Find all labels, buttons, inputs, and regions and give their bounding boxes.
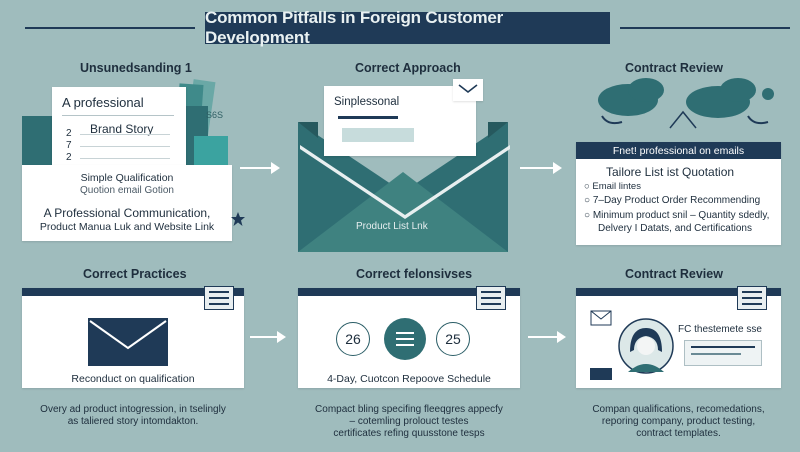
document-icon xyxy=(476,286,506,310)
bottom-middle-heading: Correct felonsivses xyxy=(356,267,473,281)
communication-line: A Professional Communication, xyxy=(43,206,211,220)
envelope-flap xyxy=(300,145,510,219)
bullet-text-1: Email lintes xyxy=(592,181,641,192)
page-title: Common Pitfalls in Foreign Customer Deve… xyxy=(25,8,790,47)
doc-title: A professional xyxy=(62,95,144,110)
card-text: FC thestemete sse xyxy=(678,324,762,335)
bottom-left-card: Reconduct on qualification xyxy=(22,286,244,388)
top-left-heading: Unsunedsanding 1 xyxy=(80,61,192,75)
qualification-line: Simple Qualification xyxy=(80,172,174,184)
doc-list-number-3: 2 xyxy=(66,152,72,163)
doc-list-number-1: 2 xyxy=(66,128,72,139)
product-list-link: Product List Lnk xyxy=(356,221,428,232)
top-right-card: Fnet! professional on emails Tailore Lis… xyxy=(576,142,781,245)
envelope-icon xyxy=(453,79,483,101)
page-title-text: Common Pitfalls in Foreign Customer Deve… xyxy=(205,8,504,47)
bottom-right-desc-2: reporing company, product testing, xyxy=(601,416,756,427)
day-number-left: 26 xyxy=(336,322,370,356)
bottom-middle-card: 26 25 4-Day, Cuotcon Repoove Schedule xyxy=(298,286,520,388)
card-header-bar xyxy=(576,288,781,296)
bottom-left-desc-2: as taliered story intomdakton. xyxy=(67,416,199,427)
card-bullet-3-cont: Delvery I Datats, and Certifications xyxy=(598,223,752,234)
avatar-icon xyxy=(618,318,674,374)
doc-line xyxy=(80,134,170,135)
quotation-line: Quotion email Gotion xyxy=(80,185,174,196)
doc-line xyxy=(80,158,170,159)
card-header-bar xyxy=(298,288,520,296)
document-icon xyxy=(737,286,767,310)
top-right-heading: Contract Review xyxy=(625,61,723,75)
bottom-right-desc-3: contract templates. xyxy=(636,428,721,439)
bullet-text-3: Minimum product snil – Quantity sdedly, xyxy=(592,210,770,221)
arrow-right xyxy=(240,162,280,174)
menu-icon xyxy=(384,318,426,360)
bullet-text-2: 7–Day Product Order Recommending xyxy=(592,195,761,206)
star-icon xyxy=(231,212,245,226)
schedule-caption: 4-Day, Cuotcon Repoove Schedule xyxy=(327,373,491,385)
card-bullet-1: ○ Email lintes xyxy=(584,181,641,192)
bottom-left-caption: Reconduct on qualification xyxy=(71,373,195,385)
info-box xyxy=(684,340,762,366)
envelope-illustration xyxy=(298,122,508,252)
letter-highlight xyxy=(342,128,414,142)
folder-side-text: S6S xyxy=(206,110,224,120)
bottom-right-card: FC thestemete sse xyxy=(576,286,781,388)
envelope-icon xyxy=(88,318,168,366)
card-header-bar xyxy=(576,142,781,159)
manual-line: Product Manua Luk and Website Link xyxy=(39,221,215,233)
bottom-left-heading: Correct Practices xyxy=(83,267,187,281)
bottom-middle-desc-1: Compact bling specifing fleeqgres appecf… xyxy=(315,404,503,415)
card-bullet-2: ○ 7–Day Product Order Recommending xyxy=(584,195,761,206)
top-middle-heading: Correct Approach xyxy=(355,61,461,75)
arrow-right xyxy=(528,331,566,343)
doc-line xyxy=(80,146,170,147)
letter-title: Sinplessonal xyxy=(334,96,400,108)
arrow-right xyxy=(250,331,286,343)
chat-cloud-icon xyxy=(598,78,774,129)
document-card: A professional Brand Story 2 7 2 xyxy=(52,87,186,179)
card-bar-title: Fnet! professional on emails xyxy=(612,145,745,157)
bottom-middle-desc-3: certificates refing quusstone tesps xyxy=(333,428,485,439)
letter-line xyxy=(338,116,398,119)
doc-line xyxy=(62,115,174,116)
doc-list-number-2: 7 xyxy=(66,140,72,151)
bottom-middle-desc-2: – cotemling prolouct testes xyxy=(349,416,469,427)
bottom-right-heading: Contract Review xyxy=(625,267,723,281)
folder-icon xyxy=(590,368,612,380)
card-bullet-3: ○ Minimum product snil – Quantity sdedly… xyxy=(584,210,770,221)
document-icon xyxy=(204,286,234,310)
arrow-right xyxy=(520,162,562,174)
day-number-right: 25 xyxy=(436,322,470,356)
letter-card: Sinplessonal xyxy=(324,86,476,156)
envelope-icon xyxy=(590,310,612,326)
bottom-left-desc-1: Overy ad product intogression, in tselin… xyxy=(40,404,226,415)
card-subtitle: Tailore List ist Quotation xyxy=(606,165,735,179)
top-left-card: Simple Qualification Quotion email Gotio… xyxy=(22,165,232,241)
doc-label: Brand Story xyxy=(90,122,154,136)
bottom-right-desc-1: Compan qualifications, recomedations, xyxy=(592,404,765,415)
card-header-bar xyxy=(22,288,244,296)
